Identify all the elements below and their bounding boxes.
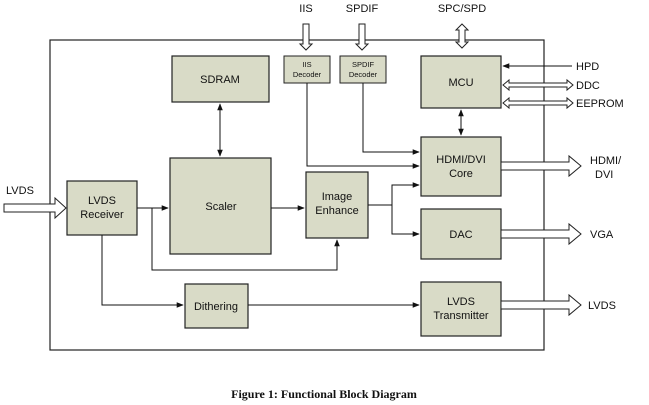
lvds-receiver-block: LVDS Receiver — [66, 180, 138, 236]
iis-decoder-label-1: IIS — [302, 60, 311, 69]
hdmi-dvi-output-arrow — [500, 154, 582, 178]
chip-boundary — [49, 39, 545, 351]
iis-decoder-label-2: Decoder — [293, 70, 322, 79]
iis-label: IIS — [299, 3, 312, 15]
lvds-transmitter-label-1: LVDS — [447, 296, 475, 308]
ddc-bidir-arrow — [502, 78, 574, 92]
spdif-input-arrow — [354, 23, 370, 51]
spc-spd-label: SPC/SPD — [438, 3, 486, 15]
lvds-receiver-label-1: LVDS — [88, 195, 116, 207]
spdif-decoder-label-1: SPDIF — [352, 60, 375, 69]
spdif-label: SPDIF — [346, 3, 379, 15]
enhance-to-dac — [391, 205, 420, 237]
receiver-to-dithering — [101, 235, 184, 308]
dithering-label: Dithering — [194, 301, 238, 313]
iis-decoder-to-hdmi — [306, 83, 420, 169]
figure-caption: Figure 1: Functional Block Diagram — [231, 387, 417, 401]
lvds-in-label: LVDS — [6, 185, 34, 197]
sdram-label: SDRAM — [200, 74, 240, 86]
hdmi-dvi-core-label-1: HDMI/DVI — [436, 154, 486, 166]
dithering-block: Dithering — [184, 283, 249, 329]
hdmi-dvi-out-label-2: DVI — [595, 169, 613, 181]
eeprom-bidir-arrow — [502, 96, 574, 110]
enhance-to-hdmi — [368, 182, 420, 206]
lvds-out-label: LVDS — [588, 300, 616, 312]
hpd-label: HPD — [576, 61, 599, 73]
connections — [101, 83, 464, 308]
image-enhance-block: Image Enhance — [305, 171, 369, 239]
eeprom-label: EEPROM — [576, 98, 624, 110]
lvds-input-arrow — [3, 196, 67, 220]
scaler-label: Scaler — [205, 201, 237, 213]
scaler-bypass-to-enhance — [151, 208, 340, 271]
hdmi-dvi-core-label-2: Core — [449, 168, 473, 180]
lvds-transmitter-block: LVDS Transmitter — [420, 281, 502, 337]
iis-decoder-block: IIS Decoder — [283, 55, 331, 84]
dac-block: DAC — [420, 208, 502, 260]
lvds-output-arrow — [500, 293, 582, 317]
image-enhance-label-2: Enhance — [315, 205, 358, 217]
dac-label: DAC — [449, 229, 472, 241]
sdram-block: SDRAM — [171, 55, 270, 103]
mcu-label: MCU — [448, 77, 473, 89]
lvds-receiver-label-2: Receiver — [80, 209, 124, 221]
vga-label: VGA — [590, 229, 614, 241]
hdmi-dvi-core-block: HDMI/DVI Core — [420, 136, 502, 197]
iis-input-arrow — [298, 23, 314, 51]
ddc-label: DDC — [576, 80, 600, 92]
spdif-decoder-block: SPDIF Decoder — [339, 55, 387, 84]
spc-spd-bidir-arrow — [454, 23, 470, 49]
spdif-decoder-to-hdmi — [362, 83, 420, 155]
vga-output-arrow — [500, 222, 582, 246]
scaler-block: Scaler — [169, 157, 272, 255]
mcu-block: MCU — [420, 55, 502, 109]
image-enhance-label-1: Image — [322, 191, 353, 203]
spdif-decoder-label-2: Decoder — [349, 70, 378, 79]
hdmi-dvi-out-label-1: HDMI/ — [590, 155, 622, 167]
lvds-transmitter-label-2: Transmitter — [433, 310, 489, 322]
